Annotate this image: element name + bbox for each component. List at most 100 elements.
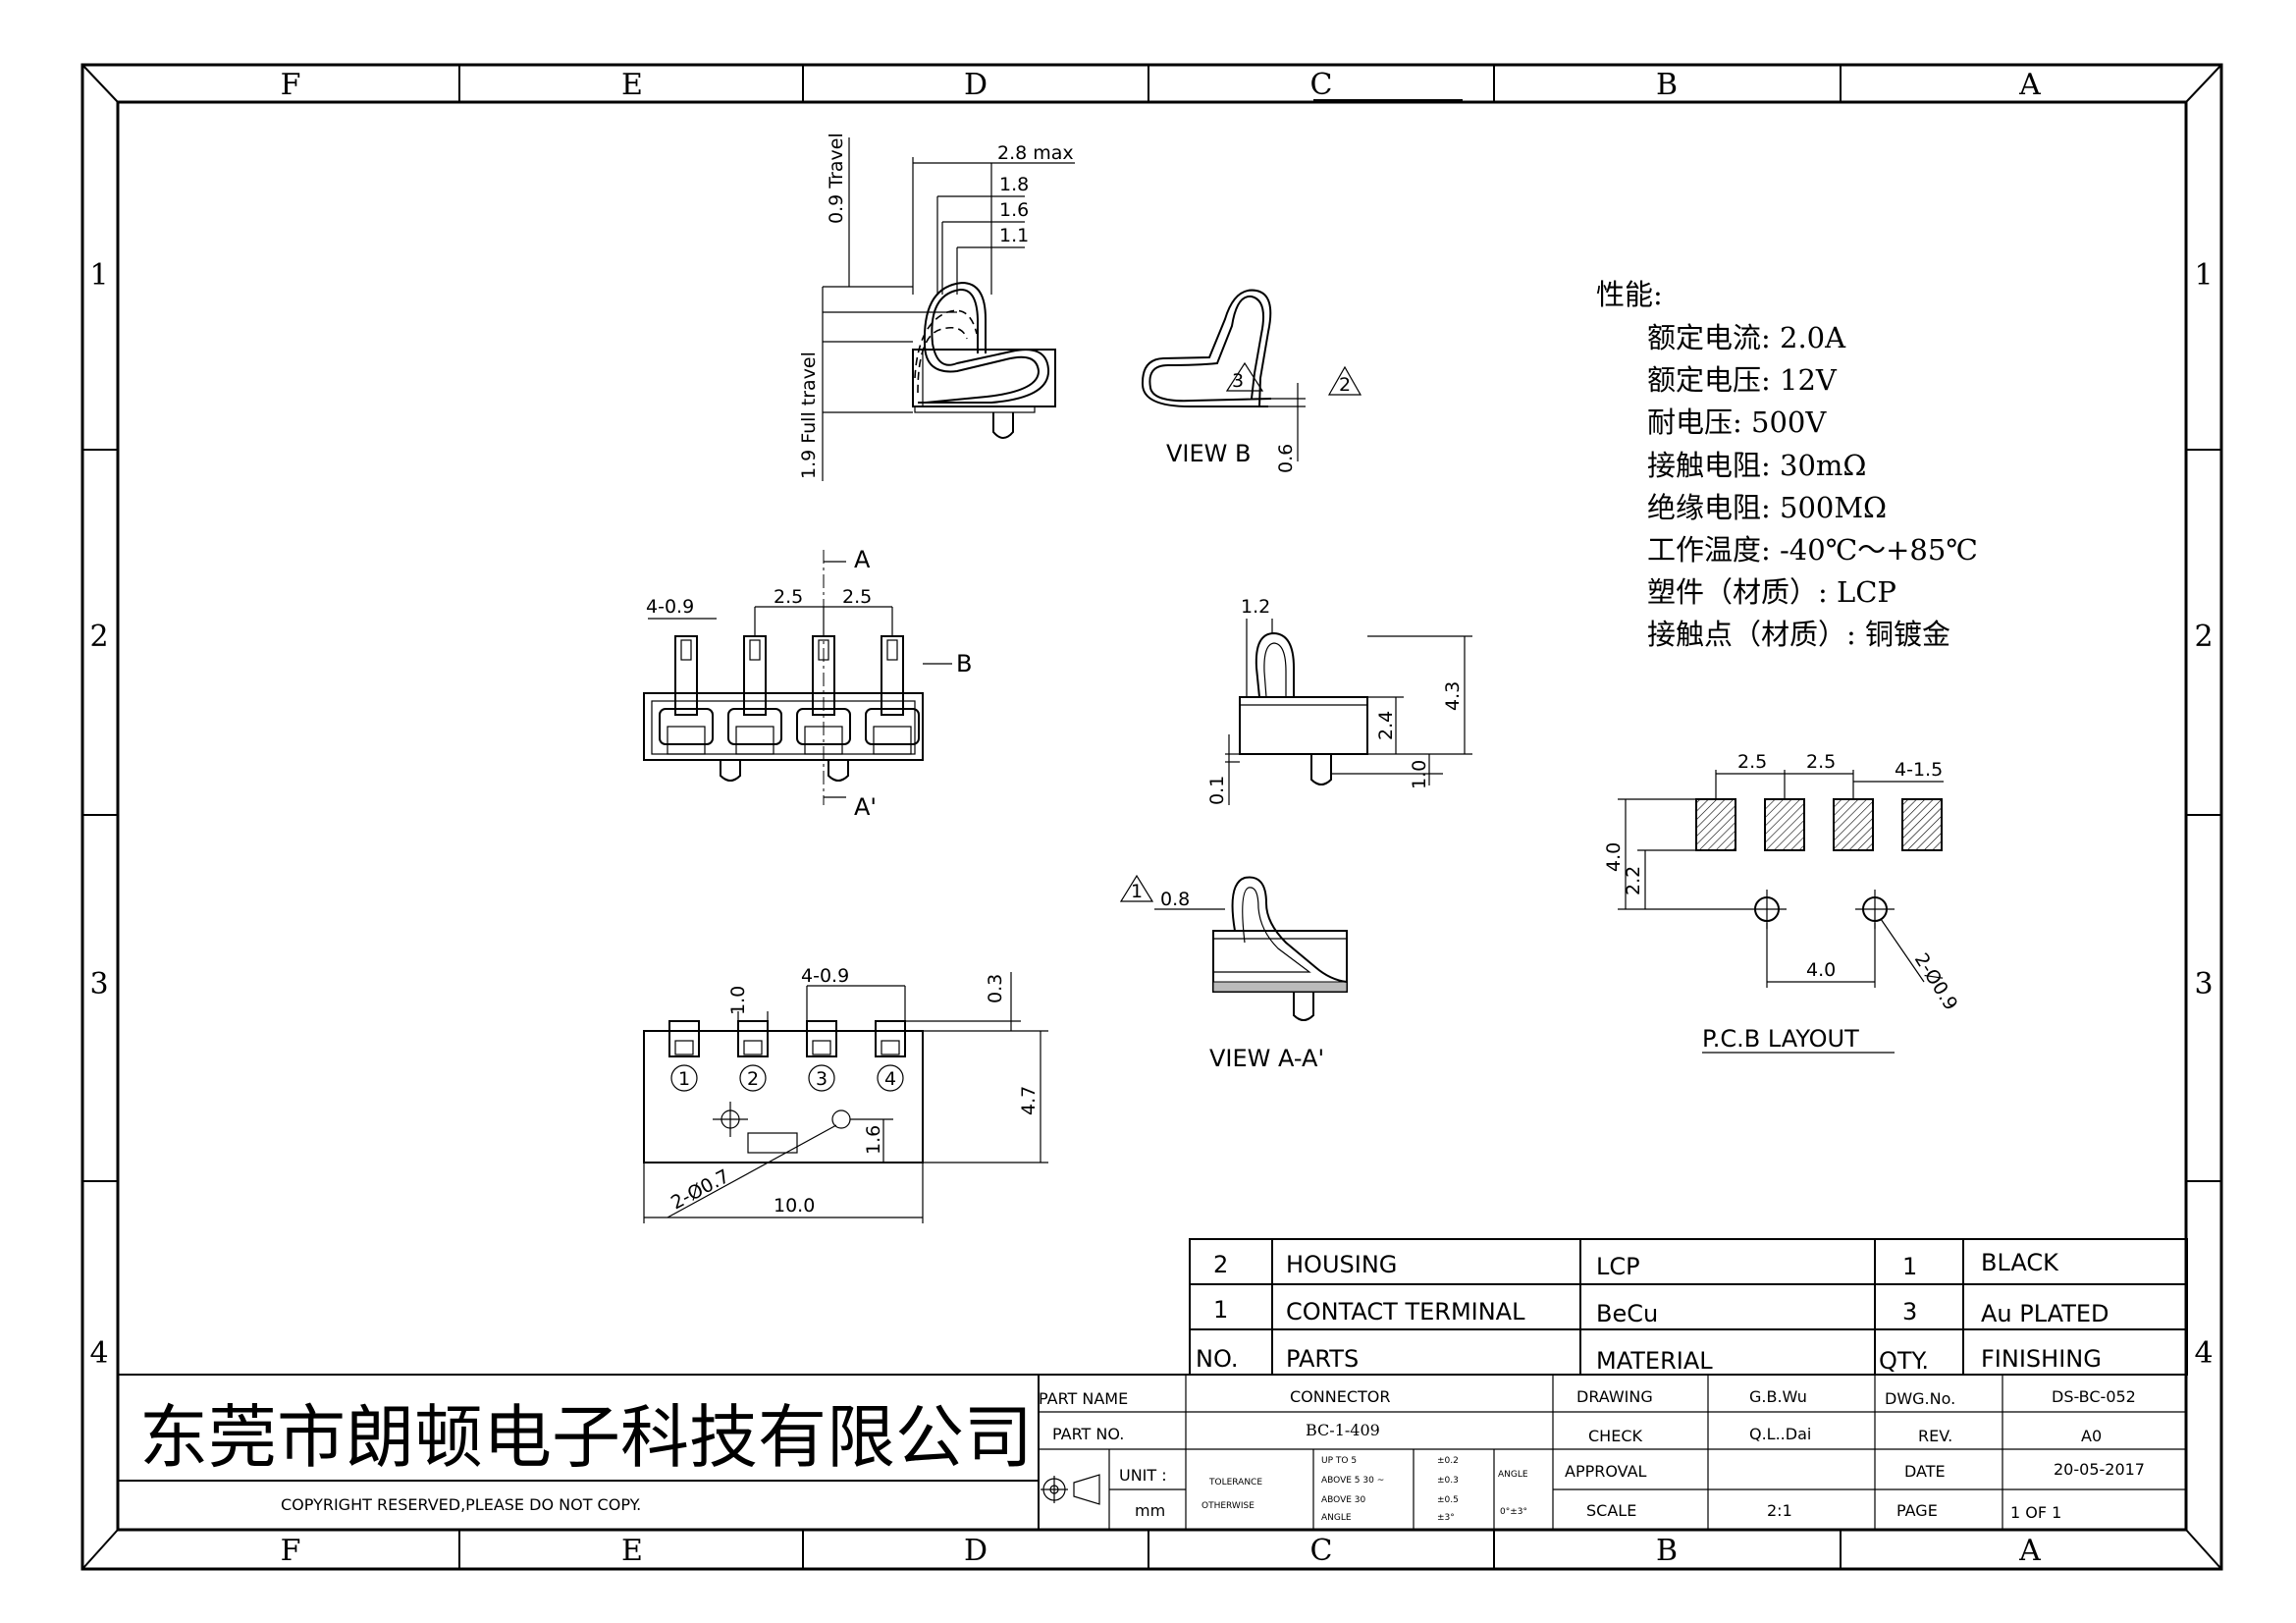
view-b: 3 2 VIEW B 0.6 [1141,289,1362,473]
spec-rated-voltage: 额定电压: 12V [1647,363,1838,397]
view-aa-mark-1: 1 [1131,881,1143,902]
zone-col-d: D [964,68,988,102]
spec-contact-resistance: 接触电阻: 30mΩ [1647,449,1866,482]
view-b-title: VIEW B [1166,440,1251,467]
drawing-label: DRAWING [1576,1387,1653,1406]
zone-col-a-bottom: A [2018,1534,2041,1568]
dim-full-travel: 1.9 Full travel [798,352,820,479]
top-dim-pin: 4-0.9 [646,596,694,618]
dim-travel: 0.9 Travel [826,133,847,224]
bottom-view: 1 2 3 4 4-0.9 1.0 0.3 4.7 1.6 2-Ø0.7 10.… [643,965,1048,1223]
company-name: 东莞市朗顿电子科技有限公司 [139,1397,1033,1478]
bom-row-2-material: LCP [1596,1253,1640,1280]
pcb-pad-1 [1695,798,1736,851]
zone-col-d-bottom: D [964,1534,988,1568]
spec-rated-current: 额定电流: 2.0A [1647,321,1846,354]
bottom-dim-1-6: 1.6 [863,1125,884,1155]
page-value: 1 OF 1 [2010,1503,2061,1522]
bom-row-2-no: 2 [1213,1251,1228,1278]
unit-label: UNIT : [1119,1466,1167,1485]
tol-val-3: ±0.5 [1437,1495,1459,1505]
zone-col-b: B [1656,68,1678,102]
top-dim-pitch-1: 2.5 [774,586,803,608]
pcb-dim-pitch-1: 2.5 [1737,751,1767,773]
zone-col-f-bottom: F [281,1534,301,1568]
tol-range-3: ABOVE 30 [1321,1495,1366,1505]
dim-1-1: 1.1 [999,225,1029,246]
bom-header-no: NO. [1196,1345,1239,1373]
end-dim-0-1: 0.1 [1206,776,1228,805]
rev-label: REV. [1918,1427,1952,1445]
view-aa-title: VIEW A-A' [1209,1045,1324,1072]
zone-row-3: 3 [89,967,108,1001]
zone-col-e: E [621,68,643,102]
bom-header-qty: QTY. [1879,1347,1929,1375]
pin-number-1: 1 [678,1068,690,1090]
zone-col-f: F [281,68,301,102]
bom-row-1-material: BeCu [1596,1300,1658,1327]
spec-operating-temp: 工作温度: -40℃～+85℃ [1647,533,1978,567]
end-dim-4-3: 4.3 [1442,681,1464,711]
tol-val-1: ±0.2 [1437,1456,1459,1466]
date-value: 20-05-2017 [2054,1460,2145,1479]
copyright-notice: COPYRIGHT RESERVED,PLEASE DO NOT COPY. [281,1495,641,1514]
tol-range-4: ANGLE [1321,1513,1352,1523]
title-block: 东莞市朗顿电子科技有限公司 COPYRIGHT RESERVED,PLEASE … [118,1374,2187,1530]
bottom-dim-4-7: 4.7 [1018,1086,1040,1115]
view-mark-b: B [956,650,972,677]
pcb-layout: 2.5 2.5 4-1.5 4.0 2.2 4.0 2-Ø0.9 P.C.B L… [1603,751,1962,1054]
zone-col-c: C [1310,68,1333,102]
zone-row-1: 1 [89,258,108,293]
page-label: PAGE [1896,1501,1938,1520]
unit-value: mm [1135,1501,1165,1520]
tol-range-2: ABOVE 5 30 ~ [1321,1476,1384,1486]
side-view: 2.8 max 1.8 1.6 1.1 0.9 Travel 1.9 Full … [798,133,1075,481]
pcb-pad-3 [1833,798,1874,851]
bom-header-parts: PARTS [1286,1345,1359,1373]
pin-number-4: 4 [884,1068,896,1090]
bottom-dim-width: 10.0 [774,1195,815,1217]
rev-value: A0 [2081,1427,2102,1445]
zone-col-b-bottom: B [1656,1534,1678,1568]
view-b-mark-3: 3 [1232,370,1244,392]
zone-row-4: 4 [89,1336,108,1371]
zone-labels: F E D C B A F E D C B A 1 2 3 4 1 2 3 4 [89,68,2213,1568]
spec-block: 性能: 额定电流: 2.0A 额定电压: 12V 耐电压: 500V 接触电阻:… [1596,278,1978,651]
spec-housing-material: 塑件（材质）: LCP [1647,575,1896,609]
bom-row-2-part: HOUSING [1286,1251,1397,1278]
zone-row-1-right: 1 [2194,258,2213,293]
top-view: 4-0.9 2.5 2.5 A A' B [643,546,972,821]
bottom-dim-holes: 2-Ø0.7 [667,1165,733,1215]
angle-value: 0°±3° [1500,1507,1527,1517]
pcb-dim-height-4-0: 4.0 [1603,842,1625,872]
view-aa-dim-0-8: 0.8 [1160,889,1190,910]
part-name: CONNECTOR [1290,1387,1390,1406]
pcb-pad-2 [1764,798,1805,851]
bom-row-1-no: 1 [1213,1296,1228,1324]
dwg-no-label: DWG.No. [1885,1389,1955,1408]
top-dim-pitch-2: 2.5 [842,586,872,608]
pin-number-3: 3 [816,1068,828,1090]
drawing-by: G.B.Wu [1749,1387,1807,1406]
tol-range-1: UP TO 5 [1321,1456,1357,1466]
zone-row-4-right: 4 [2194,1336,2213,1371]
spec-insulation-resistance: 绝缘电阻: 500MΩ [1647,491,1887,524]
pin-number-2: 2 [747,1068,759,1090]
pcb-dim-holes: 2-Ø0.9 [1910,949,1962,1014]
pcb-layout-title: P.C.B LAYOUT [1702,1025,1859,1053]
bom-row-2-finish: BLACK [1981,1249,2059,1276]
top-view-pin-2 [727,635,782,755]
zone-row-2-right: 2 [2194,620,2213,654]
bom-row-1-part: CONTACT TERMINAL [1286,1298,1525,1325]
projection-symbol-icon [1041,1474,1100,1505]
bom-table: 2 HOUSING LCP 1 BLACK 1 CONTACT TERMINAL… [1189,1238,2188,1376]
pcb-pad-4 [1901,798,1943,851]
pcb-dim-width-4-0: 4.0 [1806,959,1836,981]
view-b-mark-2: 2 [1339,374,1351,396]
bottom-dim-0-3: 0.3 [985,974,1006,1003]
checked-by: Q.L..Dai [1749,1425,1811,1443]
scale-value: 2:1 [1767,1501,1792,1520]
part-name-label: PART NAME [1039,1389,1128,1408]
top-view-pin-4 [865,635,920,755]
